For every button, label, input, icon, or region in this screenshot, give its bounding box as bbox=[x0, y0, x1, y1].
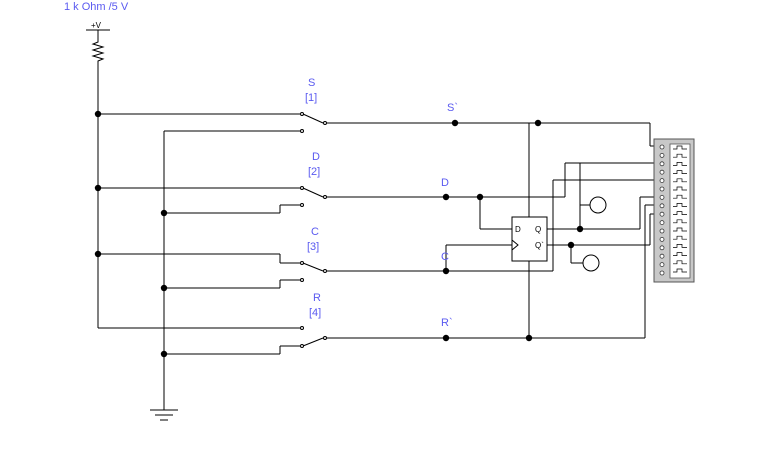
analyzer-waveform bbox=[673, 260, 687, 265]
pullup-resistor bbox=[91, 38, 105, 64]
analyzer-waveform bbox=[673, 153, 687, 158]
junction-dot bbox=[442, 193, 450, 201]
analyzer-pin bbox=[659, 203, 665, 209]
junction-dot bbox=[160, 284, 168, 292]
qbar-output-wire bbox=[547, 213, 660, 264]
junction-dot bbox=[160, 350, 168, 358]
switch-r-key: [4] bbox=[309, 307, 321, 319]
switch-c-key: [3] bbox=[307, 241, 319, 253]
flipflop-qbar-pin: Q` bbox=[535, 241, 544, 250]
junction-dot bbox=[442, 267, 450, 275]
vcc-label: +V bbox=[91, 21, 102, 30]
net-d-label: D bbox=[441, 177, 449, 189]
analyzer-pin bbox=[659, 236, 665, 242]
junction-dots bbox=[94, 110, 584, 358]
analyzer-waveform bbox=[673, 170, 687, 174]
switch-d-key: [2] bbox=[308, 166, 320, 178]
analyzer-waveform bbox=[673, 219, 687, 224]
analyzer-pins bbox=[659, 144, 665, 276]
analyzer-waveform bbox=[673, 194, 687, 199]
analyzer-waveform bbox=[673, 211, 687, 215]
analyzer-waveform bbox=[673, 203, 687, 207]
switch-r-label: R bbox=[313, 292, 321, 304]
analyzer-waveform bbox=[673, 227, 687, 232]
switch-d-label: D bbox=[312, 151, 320, 163]
junction-dot bbox=[567, 241, 575, 249]
flipflop-d-pin: D bbox=[515, 225, 521, 234]
analyzer-pin bbox=[659, 194, 665, 200]
ground-symbol bbox=[150, 409, 178, 421]
analyzer-pin bbox=[659, 144, 665, 150]
net-r-bar-wire bbox=[327, 204, 660, 339]
ground-rail bbox=[163, 130, 300, 410]
net-r-bar-label: R` bbox=[441, 317, 453, 329]
analyzer-pin bbox=[659, 262, 665, 268]
analyzer-pin bbox=[659, 178, 665, 184]
analyzer-pin bbox=[659, 270, 665, 276]
junction-dot bbox=[94, 110, 102, 118]
junction-dot bbox=[451, 119, 459, 127]
switch-c-label: C bbox=[311, 226, 319, 238]
logic-analyzer[interactable] bbox=[653, 138, 695, 283]
analyzer-waveform bbox=[673, 235, 687, 240]
switch-r[interactable] bbox=[98, 326, 327, 355]
q-probe-lamp bbox=[589, 196, 607, 214]
switch-s-label: S bbox=[308, 77, 315, 89]
analyzer-pin bbox=[659, 186, 665, 192]
analyzer-waveform bbox=[673, 252, 687, 256]
d-flipflop[interactable] bbox=[511, 216, 548, 262]
junction-dot bbox=[534, 119, 542, 127]
junction-dot bbox=[160, 209, 168, 217]
analyzer-waveform bbox=[673, 145, 687, 150]
analyzer-waveform bbox=[673, 244, 687, 248]
analyzer-waveform bbox=[673, 186, 687, 191]
switch-d[interactable] bbox=[98, 186, 327, 214]
source-label: 1 k Ohm /5 V bbox=[64, 1, 129, 13]
analyzer-pin bbox=[659, 169, 665, 175]
flipflop-q-pin: Q bbox=[535, 225, 541, 234]
analyzer-pin bbox=[659, 161, 665, 167]
net-d-wire bbox=[327, 162, 660, 230]
analyzer-pin bbox=[659, 152, 665, 158]
junction-dot bbox=[442, 334, 450, 342]
net-s-bar-label: S` bbox=[447, 102, 458, 114]
junction-dot bbox=[476, 193, 484, 201]
junction-dot bbox=[94, 250, 102, 258]
junction-dot bbox=[576, 225, 584, 233]
analyzer-pin bbox=[659, 228, 665, 234]
analyzer-pin bbox=[659, 253, 665, 259]
junction-dot bbox=[525, 334, 533, 342]
analyzer-pin bbox=[659, 211, 665, 217]
switch-s-key: [1] bbox=[305, 92, 317, 104]
net-c-wire bbox=[327, 179, 660, 272]
analyzer-pin bbox=[659, 245, 665, 251]
analyzer-waveform bbox=[673, 178, 687, 183]
junction-dot bbox=[94, 184, 102, 192]
qbar-probe-lamp bbox=[582, 254, 600, 272]
switch-c[interactable] bbox=[98, 253, 327, 289]
q-output-wire bbox=[547, 163, 660, 230]
switch-s[interactable] bbox=[98, 112, 327, 133]
analyzer-pin bbox=[659, 220, 665, 226]
vcc-symbol: +V bbox=[86, 21, 110, 38]
analyzer-waveform bbox=[673, 268, 687, 273]
analyzer-waveform bbox=[673, 162, 687, 166]
net-c-label: C bbox=[441, 251, 449, 263]
net-s-bar-wire bbox=[327, 122, 660, 217]
analyzer-waveforms bbox=[673, 145, 687, 273]
